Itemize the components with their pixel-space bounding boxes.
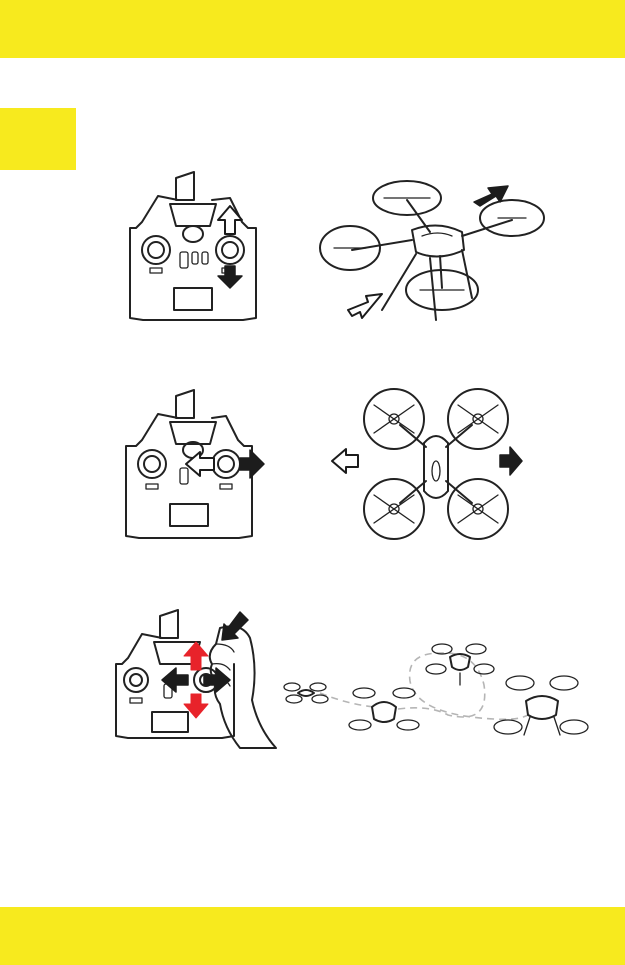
header-band xyxy=(0,0,625,58)
drone-top-view xyxy=(330,385,540,545)
figure-forward-backward xyxy=(118,170,268,330)
arrow-outline-icon xyxy=(218,206,242,234)
footer-band xyxy=(0,907,625,965)
figure-left-right xyxy=(118,388,270,543)
arrow-black-icon xyxy=(240,450,264,478)
arrow-red-icon xyxy=(184,642,208,670)
drone-large xyxy=(494,676,588,735)
arrow-outline-icon xyxy=(186,452,214,476)
drone-perspective xyxy=(312,170,562,330)
arrow-black-icon xyxy=(500,447,522,475)
remote-controller xyxy=(130,172,256,320)
arrow-black-icon xyxy=(162,668,188,692)
arrow-outline-icon xyxy=(348,294,382,318)
drone-flip-sequence xyxy=(280,635,590,750)
drone-flipping xyxy=(426,644,494,685)
arrow-outline-icon xyxy=(332,449,358,473)
arrow-black-icon xyxy=(474,186,508,206)
arrow-black-icon xyxy=(222,612,248,640)
figure-flip xyxy=(112,608,284,752)
section-tab xyxy=(0,108,76,170)
drone-medium xyxy=(349,688,419,730)
arrow-black-icon xyxy=(204,668,230,692)
